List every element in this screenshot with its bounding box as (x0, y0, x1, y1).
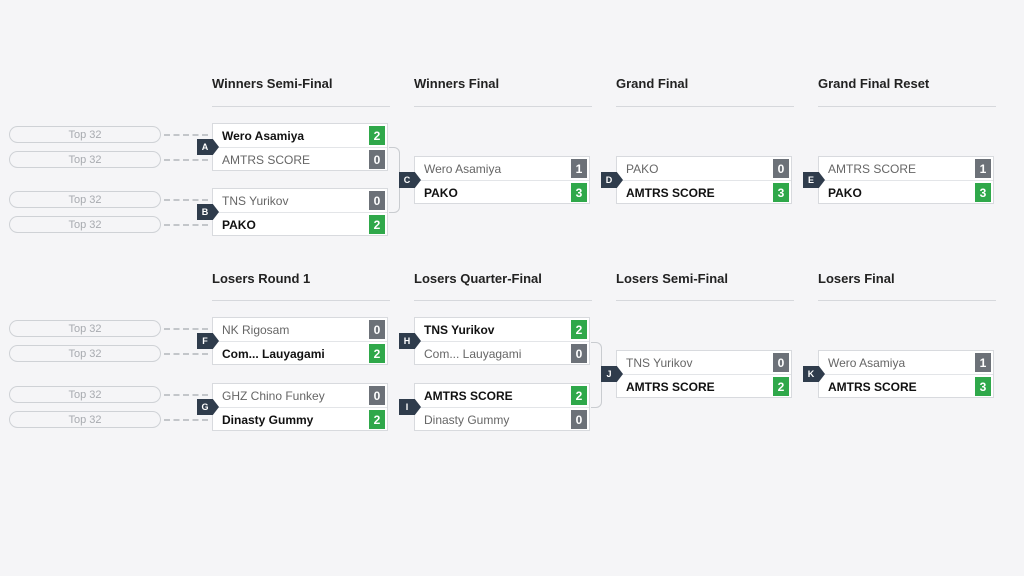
player-name: Wero Asamiya (222, 128, 305, 143)
match-label-tag: K (803, 366, 825, 382)
match-i[interactable]: AMTRS SCORE 2 Dinasty Gummy 0 (414, 383, 590, 431)
player-score: 2 (369, 410, 385, 429)
round-divider (212, 106, 390, 107)
player-score: 0 (369, 386, 385, 405)
match-d[interactable]: PAKO 0 AMTRS SCORE 3 (616, 156, 792, 204)
match-h[interactable]: TNS Yurikov 2 Com... Lauyagami 0 (414, 317, 590, 365)
player-name: Com... Lauyagami (222, 346, 325, 361)
dashed-connector (164, 419, 208, 421)
player-score: 3 (975, 183, 991, 202)
player-name: Com... Lauyagami (424, 346, 522, 361)
player-name: AMTRS SCORE (828, 379, 917, 394)
match-a[interactable]: Wero Asamiya 2 AMTRS SCORE 0 (212, 123, 388, 171)
dashed-connector (164, 199, 208, 201)
player-score: 2 (369, 215, 385, 234)
top32-placeholder: Top 32 (9, 386, 161, 403)
player-name: GHZ Chino Funkey (222, 388, 325, 403)
player-name: PAKO (626, 161, 659, 176)
top32-placeholder: Top 32 (9, 216, 161, 233)
player-score: 3 (975, 377, 991, 396)
top32-placeholder: Top 32 (9, 320, 161, 337)
dashed-connector (164, 394, 208, 396)
player-name: TNS Yurikov (424, 322, 495, 337)
match-label-tag: G (197, 399, 219, 415)
dashed-connector (164, 224, 208, 226)
player-name: NK Rigosam (222, 322, 290, 337)
player-name: AMTRS SCORE (222, 152, 311, 167)
dashed-connector (164, 328, 208, 330)
round-divider (818, 300, 996, 301)
top32-placeholder: Top 32 (9, 126, 161, 143)
player-name: PAKO (424, 185, 458, 200)
player-score: 0 (571, 344, 587, 363)
match-k[interactable]: Wero Asamiya 1 AMTRS SCORE 3 (818, 350, 994, 398)
round-divider (616, 106, 794, 107)
player-score: 3 (773, 183, 789, 202)
player-name: AMTRS SCORE (626, 185, 715, 200)
player-name: Wero Asamiya (424, 161, 502, 176)
player-name: PAKO (222, 217, 256, 232)
top32-placeholder: Top 32 (9, 345, 161, 362)
match-label-tag: C (399, 172, 421, 188)
match-label-tag: D (601, 172, 623, 188)
match-label-tag: B (197, 204, 219, 220)
player-score: 1 (571, 159, 587, 178)
player-name: AMTRS SCORE (424, 388, 513, 403)
player-score: 2 (369, 126, 385, 145)
player-name: AMTRS SCORE (626, 379, 715, 394)
player-name: TNS Yurikov (222, 193, 289, 208)
player-name: AMTRS SCORE (828, 161, 917, 176)
round-divider (414, 300, 592, 301)
round-title-losers-round-1: Losers Round 1 (212, 271, 311, 286)
match-label-tag: F (197, 333, 219, 349)
match-label-tag: H (399, 333, 421, 349)
round-title-grand-final: Grand Final (616, 76, 689, 91)
top32-placeholder: Top 32 (9, 191, 161, 208)
player-score: 2 (773, 377, 789, 396)
match-f[interactable]: NK Rigosam 0 Com... Lauyagami 2 (212, 317, 388, 365)
match-j[interactable]: TNS Yurikov 0 AMTRS SCORE 2 (616, 350, 792, 398)
player-score: 1 (975, 353, 991, 372)
player-score: 0 (571, 410, 587, 429)
round-divider (414, 106, 592, 107)
match-c[interactable]: Wero Asamiya 1 PAKO 3 (414, 156, 590, 204)
round-divider (212, 300, 390, 301)
player-name: Wero Asamiya (828, 355, 906, 370)
match-label-tag: J (601, 366, 623, 382)
player-score: 2 (571, 386, 587, 405)
match-label-tag: A (197, 139, 219, 155)
dashed-connector (164, 159, 208, 161)
player-score: 2 (369, 344, 385, 363)
round-divider (616, 300, 794, 301)
player-score: 0 (369, 320, 385, 339)
round-title-losers-final: Losers Final (818, 271, 895, 286)
top32-placeholder: Top 32 (9, 411, 161, 428)
match-label-tag: I (399, 399, 421, 415)
player-name: PAKO (828, 185, 862, 200)
round-title-winners-final: Winners Final (414, 76, 500, 91)
round-title-losers-semi-final: Losers Semi-Final (616, 271, 728, 286)
match-b[interactable]: TNS Yurikov 0 PAKO 2 (212, 188, 388, 236)
player-score: 0 (369, 150, 385, 169)
player-name: TNS Yurikov (626, 355, 693, 370)
player-name: Dinasty Gummy (222, 412, 314, 427)
round-divider (818, 106, 996, 107)
dashed-connector (164, 353, 208, 355)
player-score: 2 (571, 320, 587, 339)
player-score: 0 (773, 353, 789, 372)
player-score: 0 (369, 191, 385, 210)
match-label-tag: E (803, 172, 825, 188)
player-name: Dinasty Gummy (424, 412, 510, 427)
player-score: 3 (571, 183, 587, 202)
match-g[interactable]: GHZ Chino Funkey 0 Dinasty Gummy 2 (212, 383, 388, 431)
round-title-losers-quarter-final: Losers Quarter-Final (414, 271, 542, 286)
dashed-connector (164, 134, 208, 136)
player-score: 1 (975, 159, 991, 178)
round-title-grand-final-reset: Grand Final Reset (818, 76, 930, 91)
round-title-winners-semi-final: Winners Semi-Final (212, 76, 333, 91)
match-e[interactable]: AMTRS SCORE 1 PAKO 3 (818, 156, 994, 204)
top32-placeholder: Top 32 (9, 151, 161, 168)
player-score: 0 (773, 159, 789, 178)
